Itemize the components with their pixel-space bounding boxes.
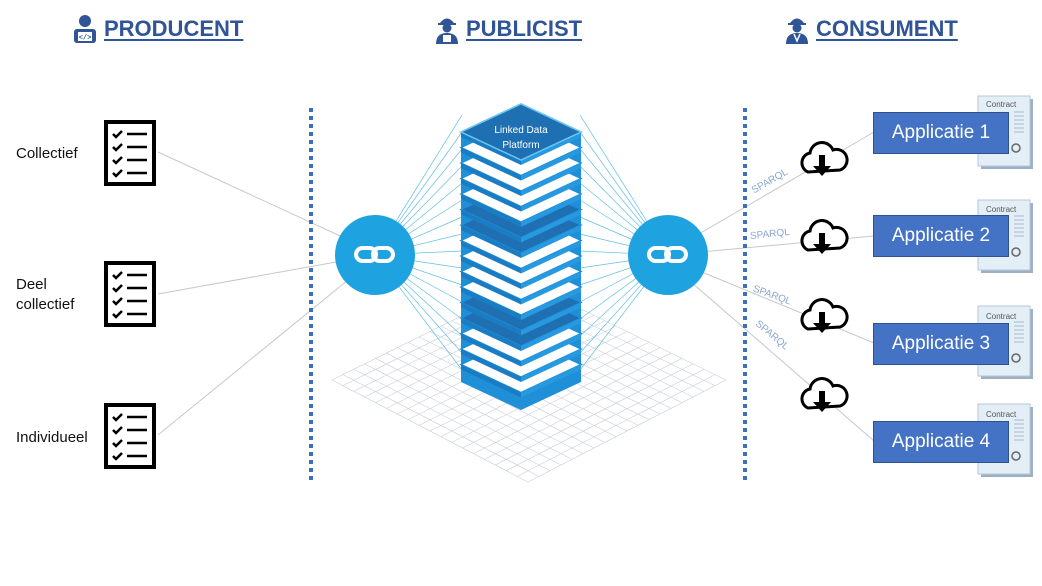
tower-slab-side	[521, 364, 581, 398]
checklist-icon	[104, 403, 156, 469]
tower-slab-side	[521, 209, 581, 243]
tower-slab-side	[461, 178, 521, 212]
download-icons	[800, 141, 849, 412]
contract-label-4: Contract	[986, 410, 1017, 419]
tower-slab-side	[461, 333, 521, 367]
grid-line	[506, 368, 705, 471]
source-label-partial-collective: Deel collectief	[16, 276, 75, 313]
tower-slab-side	[521, 256, 581, 289]
cloud-download-icon	[800, 298, 849, 333]
tower-slab-side	[521, 349, 581, 382]
source-label-collective: Collectief	[16, 145, 78, 162]
tower-slab-side	[521, 333, 581, 367]
source-icons	[104, 120, 156, 469]
tower-slab-side	[461, 271, 521, 305]
tower-slab-side	[521, 302, 581, 336]
cloud-download-icon	[800, 219, 849, 254]
checklist-icon	[104, 120, 156, 186]
source-connections	[157, 151, 376, 436]
tower-slab-side	[521, 163, 581, 196]
tower-slab-side	[521, 240, 581, 274]
tower-slab-side	[521, 178, 581, 212]
contract-label-1: Contract	[986, 100, 1017, 109]
application-box-3: Applicatie 3	[873, 323, 1009, 365]
engineer-icon	[786, 18, 808, 44]
tower-slab-side	[521, 147, 581, 181]
hub-left	[335, 215, 415, 295]
checklist-icon	[104, 261, 156, 327]
tower-slab-side	[461, 147, 521, 181]
header-publisher: PUBLICIST	[434, 14, 582, 44]
tower-slab-side	[521, 194, 581, 227]
tower-slab-side	[521, 225, 581, 258]
grid-line	[516, 374, 716, 477]
contract-label-3: Contract	[986, 312, 1017, 321]
gear-icon	[1011, 247, 1021, 257]
tower-slab-side	[521, 271, 581, 305]
tower-slab-side	[521, 132, 581, 165]
application-box-2: Applicatie 2	[873, 215, 1009, 257]
application-box-4: Applicatie 4	[873, 421, 1009, 463]
tower-slab-side	[461, 194, 521, 227]
application-box-1: Applicatie 1	[873, 112, 1009, 154]
tower-slab-side	[461, 225, 521, 258]
tower-slab-side	[461, 287, 521, 320]
developer-icon: </>	[74, 15, 96, 43]
tower-slab-side	[461, 209, 521, 243]
header-producer-label: PRODUCENT	[104, 16, 244, 41]
header-consumer-label: CONSUMENT	[816, 16, 958, 41]
platform-tower	[459, 103, 583, 410]
platform-label-line2: Platform	[502, 140, 539, 151]
header-publisher-label: PUBLICIST	[466, 16, 583, 41]
platform-label-line1: Linked Data	[494, 125, 548, 136]
header-producer: </> PRODUCENT	[72, 14, 243, 44]
contract-label-2: Contract	[986, 205, 1017, 214]
tower-slab-side	[461, 132, 521, 165]
tower-slab-side	[461, 318, 521, 351]
tower-slab-side	[461, 302, 521, 336]
header-consumer: CONSUMENT	[784, 14, 958, 44]
cloud-download-icon	[800, 141, 849, 176]
link-icon	[354, 246, 395, 263]
tower-slab-side	[461, 163, 521, 196]
tower-slab-side	[521, 318, 581, 351]
gear-icon	[1011, 353, 1021, 363]
svg-text:</>: </>	[79, 35, 92, 43]
link-icon	[647, 246, 688, 263]
hub-right	[628, 215, 708, 295]
source-label-individual: Individueel	[16, 429, 88, 446]
tower-slab-side	[521, 287, 581, 320]
tower-slab-side	[461, 240, 521, 274]
tower-slab-side	[461, 349, 521, 382]
gear-icon	[1011, 451, 1021, 461]
gear-icon	[1011, 143, 1021, 153]
tower-slab-side	[461, 364, 521, 398]
grid-line	[527, 379, 727, 483]
cloud-download-icon	[800, 377, 849, 412]
construction-worker-icon	[436, 18, 458, 44]
tower-slab-side	[461, 256, 521, 289]
tower-cap	[459, 103, 583, 161]
